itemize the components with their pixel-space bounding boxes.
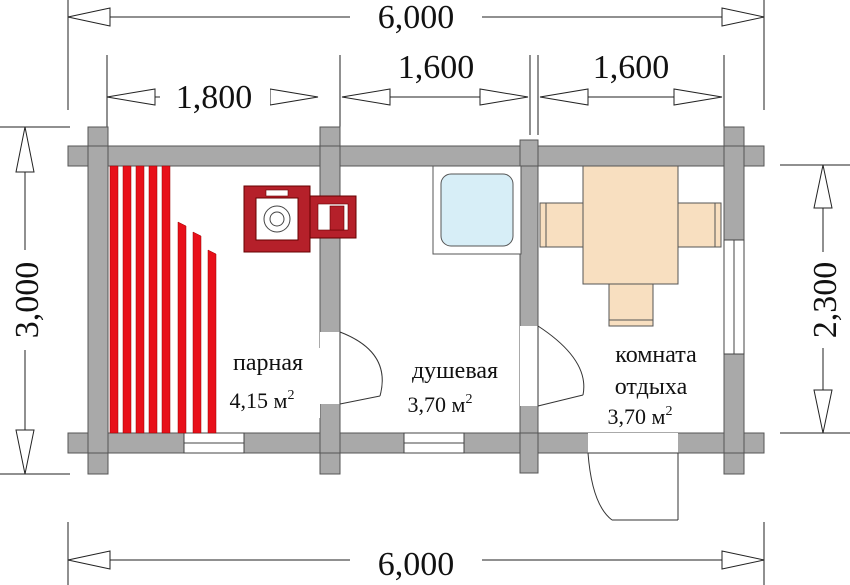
- sauna-shelves: [109, 165, 217, 434]
- dim-segment-1-label: 1,800: [176, 79, 253, 116]
- doors: [320, 325, 679, 521]
- shower-tray-icon: [432, 165, 522, 255]
- dim-segment-2-label: 1,600: [398, 49, 475, 86]
- room-name: душевая: [412, 358, 498, 384]
- dim-segment-3-label: 1,600: [593, 49, 670, 86]
- room-area: 4,15 м2: [230, 388, 295, 413]
- room-name: парная: [233, 350, 303, 376]
- sauna-stove-icon: [243, 185, 357, 253]
- room-name: комната: [615, 342, 697, 368]
- dim-left-total: 3,000: [0, 126, 70, 475]
- dim-bottom-total: 6,000: [67, 522, 765, 585]
- door-swing-steam: [339, 331, 383, 404]
- chair-icon: [539, 202, 584, 248]
- room-label-steam: парная 4,15 м2: [222, 348, 320, 418]
- room-label-rest: комната отдыха 3,70 м2: [608, 342, 698, 429]
- door-swing-entrance: [587, 452, 613, 521]
- room-area: 3,70 м2: [608, 404, 673, 429]
- room-area: 3,70 м2: [408, 392, 473, 417]
- room-name: отдыха: [615, 374, 688, 400]
- dim-top-total-label: 6,000: [378, 0, 455, 36]
- table-icon: [582, 165, 679, 285]
- dim-right-inner: 2,300: [780, 164, 850, 434]
- dim-bottom-total-label: 6,000: [378, 546, 455, 583]
- log-ends: [87, 126, 745, 475]
- dim-left-total-label: 3,000: [9, 262, 46, 339]
- room-label-shower: душевая 3,70 м2: [408, 358, 498, 417]
- door-swing-shower: [537, 325, 585, 396]
- dim-right-inner-label: 2,300: [807, 262, 844, 339]
- dim-top-total: 6,000: [67, 0, 765, 110]
- table-and-chairs-icon: [539, 165, 722, 327]
- dim-top-segments: 1,800 1,600 1,600: [106, 49, 725, 150]
